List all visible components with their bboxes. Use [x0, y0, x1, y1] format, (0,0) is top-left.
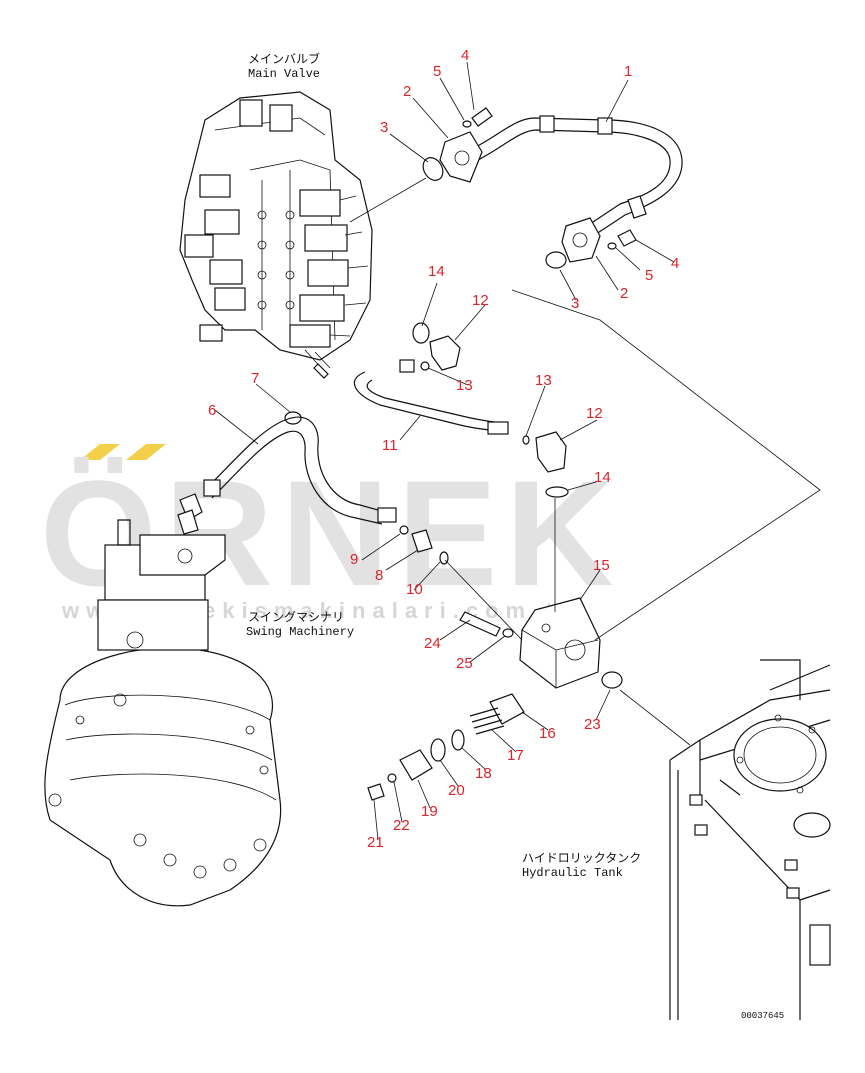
part-number: 2 — [403, 83, 411, 100]
part-number: 3 — [571, 295, 579, 312]
part-numbers: 1 2 3 4 5 2 3 4 5 6 7 8 9 10 11 12 13 14… — [208, 47, 679, 851]
block-15 — [367, 597, 623, 801]
swing-label-en: Swing Machinery — [246, 625, 354, 639]
part-number: 22 — [393, 817, 410, 834]
hose-6 — [177, 411, 449, 565]
main-valve-label-jp: メインバルブ — [248, 51, 320, 66]
swing-label-jp: スイングマシナリ — [248, 610, 344, 624]
part-number: 3 — [380, 119, 388, 136]
tank-label-en: Hydraulic Tank — [522, 866, 623, 880]
part-number: 25 — [456, 655, 473, 672]
part-number: 13 — [456, 377, 473, 394]
hose-11 — [353, 322, 569, 498]
part-number: 19 — [421, 803, 438, 820]
main-valve-label-en: Main Valve — [248, 67, 320, 81]
part-number: 7 — [251, 370, 259, 387]
part-number: 16 — [539, 725, 556, 742]
part-number: 23 — [584, 716, 601, 733]
part-number: 10 — [406, 581, 423, 598]
part-number: 4 — [461, 47, 469, 64]
part-number: 5 — [645, 267, 653, 284]
part-number: 20 — [448, 782, 465, 799]
part-number: 21 — [367, 834, 384, 851]
part-number: 14 — [594, 469, 611, 486]
leader-lines — [214, 61, 675, 841]
part-number: 24 — [424, 635, 441, 652]
part-number: 1 — [624, 63, 632, 80]
part-number: 12 — [586, 405, 603, 422]
part-number: 14 — [428, 263, 445, 280]
swing-machinery — [44, 519, 282, 907]
part-number: 8 — [375, 567, 383, 584]
part-number: 4 — [671, 255, 679, 272]
part-number: 6 — [208, 402, 216, 419]
part-number: 12 — [472, 292, 489, 309]
part-number: 13 — [535, 372, 552, 389]
hose-1 — [422, 107, 683, 269]
drawing-id: 00037645 — [741, 1011, 784, 1021]
part-number: 17 — [507, 747, 524, 764]
hydraulic-tank — [669, 659, 831, 1020]
part-number: 18 — [475, 765, 492, 782]
part-number: 5 — [433, 63, 441, 80]
tank-label-jp: ハイドロリックタンク — [522, 851, 641, 865]
part-number: 15 — [593, 557, 610, 574]
connection-lines — [349, 177, 821, 746]
part-number: 11 — [382, 437, 398, 454]
main-valve — [179, 91, 373, 379]
part-number: 2 — [620, 285, 628, 302]
part-number: 9 — [350, 551, 358, 568]
